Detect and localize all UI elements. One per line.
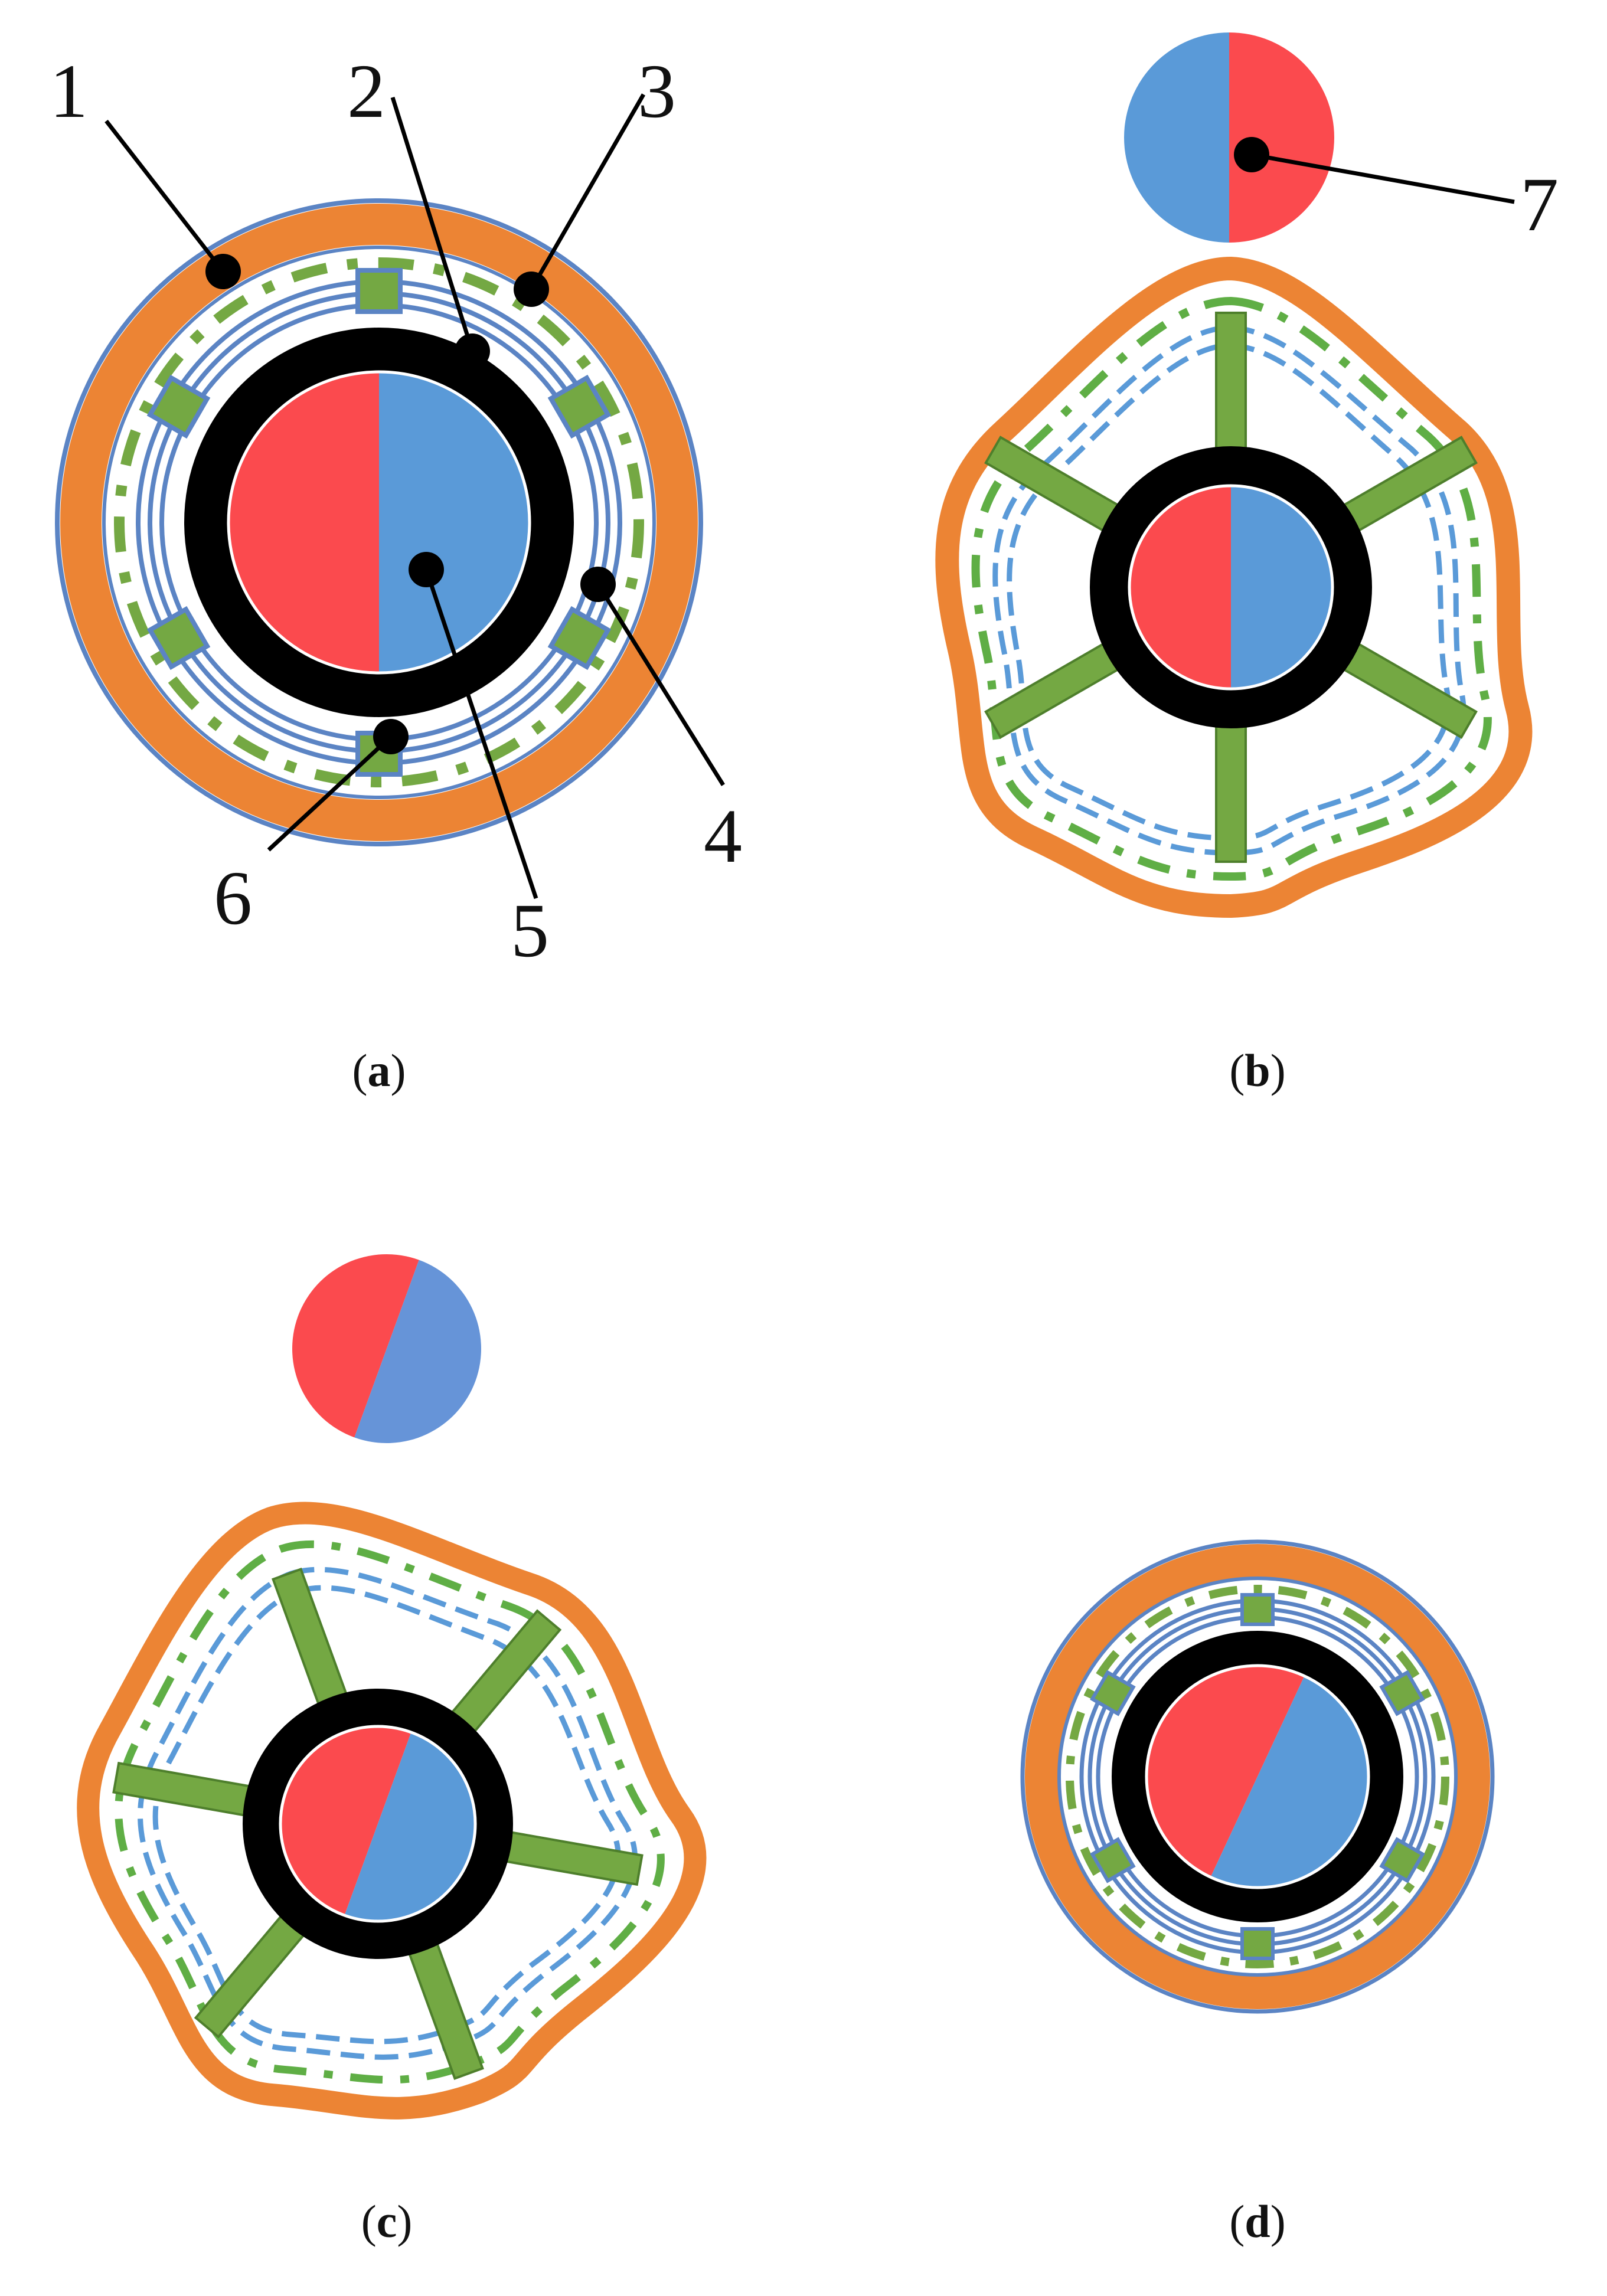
panel-b: 7 (b) xyxy=(935,32,1559,1096)
green-dash-wavy xyxy=(115,1540,665,2084)
magnet-blue-half xyxy=(344,1732,475,1921)
black-ring xyxy=(184,328,574,717)
label-3: 3 xyxy=(638,49,676,134)
outer-skin-blue-edge xyxy=(1020,1539,1495,2014)
spacer-block xyxy=(1240,1593,1275,1626)
outer-skin-blue-edge xyxy=(55,198,703,846)
green-dash-ring xyxy=(114,257,644,787)
spacer-blocks xyxy=(1090,1593,1425,1960)
panel-a: 1 2 3 4 5 6 (a) xyxy=(50,49,742,1096)
panel-d: (d) xyxy=(1020,1539,1495,2247)
spacer-block xyxy=(1090,1837,1136,1883)
green-dash-wavy xyxy=(971,296,1492,881)
spacer-block xyxy=(1240,1927,1275,1960)
label-4: 4 xyxy=(704,794,742,879)
shell-inner-edge xyxy=(102,246,656,799)
magnet-blue-half xyxy=(1231,486,1332,689)
spacer-block xyxy=(1379,1837,1425,1883)
orange-wavy-shell xyxy=(77,1502,707,2120)
caption-d: (d) xyxy=(1229,2196,1285,2247)
label-2: 2 xyxy=(347,49,386,134)
orange-shell xyxy=(1025,1544,1490,2009)
black-ring xyxy=(1090,446,1372,728)
orange-shell xyxy=(60,204,698,841)
shell-inner-edge xyxy=(1057,1577,1458,1977)
magnet-edge xyxy=(1145,1664,1370,1889)
spacer-block xyxy=(1090,1670,1136,1716)
black-ring xyxy=(1112,1631,1403,1922)
leader-dot-7 xyxy=(1234,137,1269,172)
magnet-red-half xyxy=(280,1726,411,1916)
magnet-blue-half xyxy=(1210,1676,1368,1888)
spacer-block xyxy=(1379,1670,1425,1716)
magnet-red-half xyxy=(292,1254,419,1438)
leader-line-7 xyxy=(1251,152,1515,204)
label-1: 1 xyxy=(50,49,88,134)
magnet-red-half xyxy=(228,372,379,673)
green-dash-ring xyxy=(1066,1585,1449,1968)
magnet-7-red-half xyxy=(1229,32,1334,243)
label-6: 6 xyxy=(214,856,252,941)
spacer-block xyxy=(547,374,612,439)
spacer-block xyxy=(146,374,211,439)
magnet-7-blue-half xyxy=(1124,32,1229,243)
spacer-block xyxy=(146,606,211,671)
spacer-block xyxy=(355,268,403,314)
panel-c: (c) xyxy=(77,1254,707,2247)
blue-dash-wavy-outer xyxy=(992,325,1466,856)
orange-wavy-shell xyxy=(935,256,1533,918)
magnet-red-half xyxy=(1147,1666,1305,1878)
leader-dots xyxy=(205,254,616,754)
label-7: 7 xyxy=(1520,162,1559,247)
magnet-edge xyxy=(1128,484,1334,691)
magnet-blue-half xyxy=(354,1260,481,1443)
magnet-red-half xyxy=(1129,486,1231,689)
caption-a: (a) xyxy=(352,1045,406,1096)
black-ring xyxy=(243,1689,513,1959)
label-5: 5 xyxy=(511,888,549,973)
magnet-edge xyxy=(279,1725,477,1923)
caption-c: (c) xyxy=(361,2196,413,2247)
caption-b: (b) xyxy=(1229,1045,1285,1096)
magnet-blue-half xyxy=(379,372,530,673)
magnet-edge xyxy=(227,370,531,675)
spacer-block xyxy=(547,606,612,671)
leader-lines xyxy=(104,93,725,900)
